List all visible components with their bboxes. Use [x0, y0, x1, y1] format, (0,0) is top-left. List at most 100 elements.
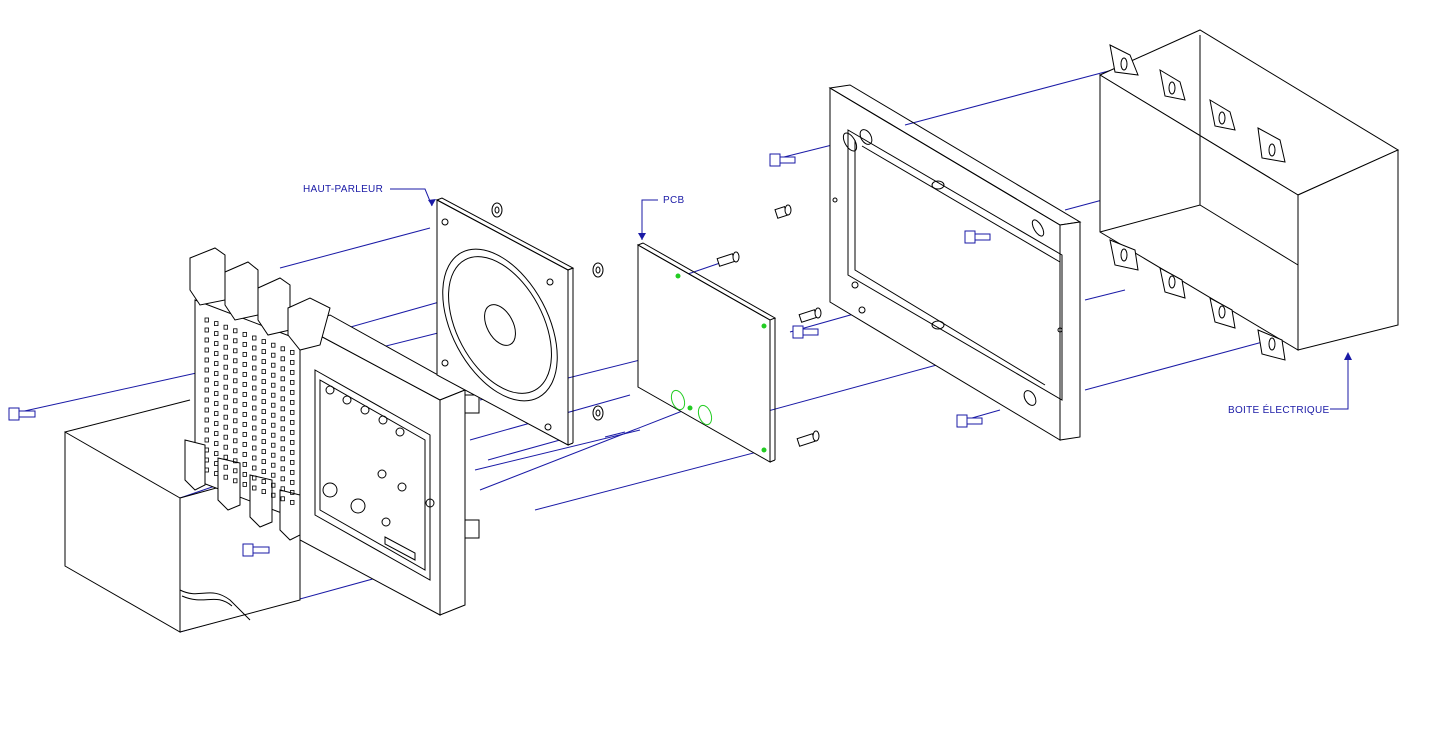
- grille-hole: [261, 439, 266, 445]
- grille-hole: [242, 341, 247, 347]
- grille-hole: [223, 474, 228, 480]
- grille-hole: [233, 408, 238, 414]
- grille-hole: [204, 327, 209, 333]
- grille-hole: [242, 351, 247, 357]
- grille-hole: [214, 341, 219, 347]
- keypad-holes: [322, 385, 435, 527]
- grille-hole: [252, 425, 257, 431]
- grille-hole: [252, 385, 257, 391]
- grille-hole: [223, 364, 228, 370]
- grille-hole: [214, 361, 219, 367]
- speaker-grille: [184, 247, 331, 541]
- grille-hole: [223, 454, 228, 460]
- grille-hole: [271, 442, 276, 448]
- grille-hole: [214, 381, 219, 387]
- grille-hole: [233, 358, 238, 364]
- grille-hole: [280, 356, 285, 362]
- grille-hole: [280, 376, 285, 382]
- grille-hole: [280, 366, 285, 372]
- grille-hole: [261, 409, 266, 415]
- grille-hole: [214, 421, 219, 427]
- grille-hole: [252, 435, 257, 441]
- grille-hole: [271, 422, 276, 428]
- grille-hole: [242, 361, 247, 367]
- grille-hole: [233, 338, 238, 344]
- pcb-label: PCB: [663, 195, 684, 206]
- grille-hole: [252, 445, 257, 451]
- grille-hole: [290, 429, 295, 435]
- grille-hole: [252, 345, 257, 351]
- grille-hole: [271, 392, 276, 398]
- grille-hole: [280, 436, 285, 442]
- grille-hole: [280, 496, 285, 502]
- grille-hole: [214, 411, 219, 417]
- grille-hole: [271, 472, 276, 478]
- grille-hole: [204, 397, 209, 403]
- grille-hole: [233, 398, 238, 404]
- grille-hole: [223, 414, 228, 420]
- speaker-label: HAUT-PARLEUR: [303, 184, 383, 195]
- grille-hole: [290, 409, 295, 415]
- grille-hole: [261, 419, 266, 425]
- grille-hole: [261, 369, 266, 375]
- grille-hole: [214, 461, 219, 467]
- grille-hole: [204, 407, 209, 413]
- grille-hole: [271, 362, 276, 368]
- grille-hole: [233, 378, 238, 384]
- grille-hole: [214, 431, 219, 437]
- grille-hole: [271, 492, 276, 498]
- grille-hole: [290, 349, 295, 355]
- grille-hole: [242, 421, 247, 427]
- box-tabs: [1109, 44, 1286, 361]
- grille-hole: [204, 417, 209, 423]
- grille-hole: [271, 452, 276, 458]
- grille-hole: [204, 437, 209, 443]
- grille-hole: [252, 335, 257, 341]
- grille-hole: [290, 439, 295, 445]
- grille-hole: [252, 485, 257, 491]
- grille-hole: [261, 339, 266, 345]
- grille-hole: [290, 389, 295, 395]
- grille-hole: [223, 404, 228, 410]
- grille-hole: [204, 457, 209, 463]
- box-label-group: BOITE ÉLECTRIQUE: [1228, 352, 1352, 416]
- grille-hole: [252, 475, 257, 481]
- grille-hole: [242, 381, 247, 387]
- grille-hole: [223, 354, 228, 360]
- grille-hole: [261, 459, 266, 465]
- grille-hole: [280, 416, 285, 422]
- grille-hole: [204, 317, 209, 323]
- grille-hole: [271, 372, 276, 378]
- grille-hole: [223, 324, 228, 330]
- grille-hole: [204, 447, 209, 453]
- grille-hole: [223, 384, 228, 390]
- grille-hole: [271, 382, 276, 388]
- grille-hole: [290, 369, 295, 375]
- grille-hole: [271, 402, 276, 408]
- grille-hole: [252, 455, 257, 461]
- grille-hole: [280, 466, 285, 472]
- box-label: BOITE ÉLECTRIQUE: [1228, 403, 1330, 416]
- grille-hole: [252, 375, 257, 381]
- grille-hole: [290, 449, 295, 455]
- grille-hole: [242, 471, 247, 477]
- grille-hole: [280, 446, 285, 452]
- grille-hole: [261, 469, 266, 475]
- grille-hole: [280, 476, 285, 482]
- grille-hole: [204, 387, 209, 393]
- grille-hole: [223, 344, 228, 350]
- grille-hole: [242, 451, 247, 457]
- grille-hole: [252, 355, 257, 361]
- grille-hole: [290, 379, 295, 385]
- grille-hole: [204, 467, 209, 473]
- grille-hole: [223, 444, 228, 450]
- grille-hole: [242, 371, 247, 377]
- pcb-board: [636, 242, 777, 463]
- grille-hole: [223, 434, 228, 440]
- grille-hole: [223, 464, 228, 470]
- grille-hole: [242, 331, 247, 337]
- grille-hole: [242, 441, 247, 447]
- grille-hole: [290, 359, 295, 365]
- grille-hole: [290, 469, 295, 475]
